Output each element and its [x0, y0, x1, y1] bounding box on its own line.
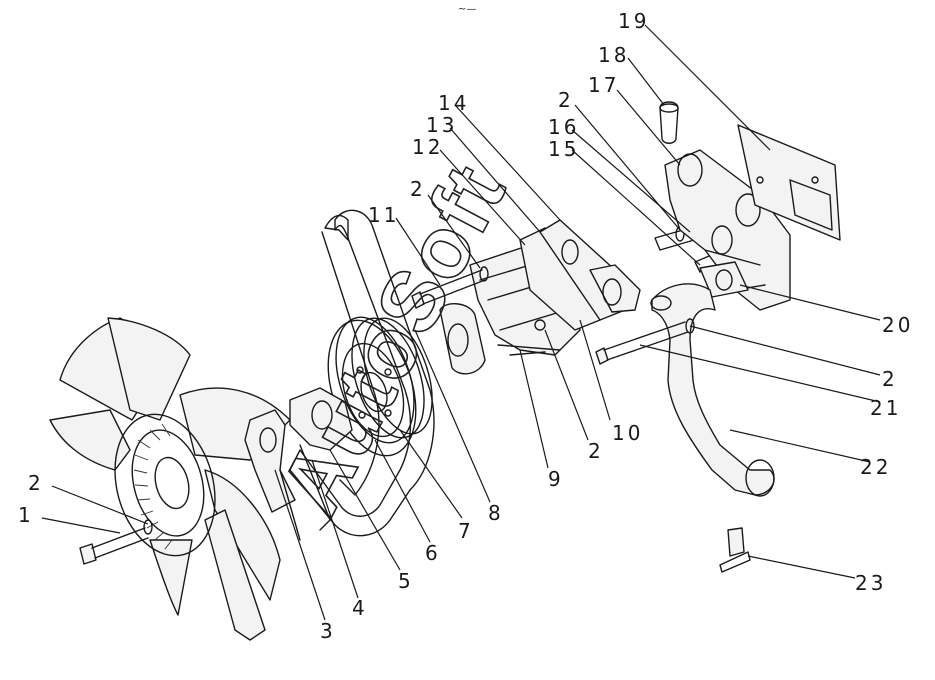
- callout-5: 5: [398, 569, 414, 593]
- callout-21: 21: [870, 396, 901, 420]
- callout-2: 2: [28, 471, 44, 495]
- fan-bolt: [79, 519, 153, 565]
- callout-22: 22: [860, 455, 891, 479]
- callout-16: 16: [548, 115, 579, 139]
- fan-assembly: [49, 317, 291, 641]
- thermostat-cap: [659, 101, 679, 144]
- callout-2: 2: [410, 177, 426, 201]
- callout-13: 13: [426, 113, 457, 137]
- callout-1: 1: [18, 503, 34, 527]
- pipe-bolt: [595, 318, 695, 365]
- callout-20: 20: [882, 313, 913, 337]
- mounting-bracket: [244, 387, 353, 541]
- callout-8: 8: [488, 501, 504, 525]
- callout-4: 4: [352, 596, 368, 620]
- callout-12: 12: [412, 135, 443, 159]
- callout-2: 2: [588, 439, 604, 463]
- callout-19: 19: [618, 9, 649, 33]
- gasket-plate: [737, 124, 841, 241]
- callout-14: 14: [438, 91, 469, 115]
- callout-labels: 1 2 3 4 5 6 7 8 9 2 10 11 2 12 13 14 2 1…: [18, 9, 913, 643]
- pump-bolt: [411, 266, 489, 309]
- callout-11: 11: [368, 203, 399, 227]
- water-pump: [439, 219, 641, 375]
- leader-lines: [41, 24, 881, 621]
- outlet-gasket: [699, 261, 749, 298]
- callout-2: 2: [882, 367, 898, 391]
- callout-9: 9: [548, 467, 564, 491]
- callout-10: 10: [612, 421, 643, 445]
- callout-23: 23: [855, 571, 886, 595]
- callout-15: 15: [548, 137, 579, 161]
- top-mark: ~—: [458, 4, 476, 15]
- temperature-sensor: [719, 527, 751, 573]
- pulley: [327, 316, 433, 457]
- drive-belt: [289, 209, 435, 537]
- callout-18: 18: [598, 43, 629, 67]
- callout-3: 3: [320, 619, 336, 643]
- callout-6: 6: [425, 541, 441, 565]
- callout-17: 17: [588, 73, 619, 97]
- callout-2: 2: [558, 88, 574, 112]
- water-pipe: [650, 283, 775, 497]
- callout-7: 7: [458, 519, 474, 543]
